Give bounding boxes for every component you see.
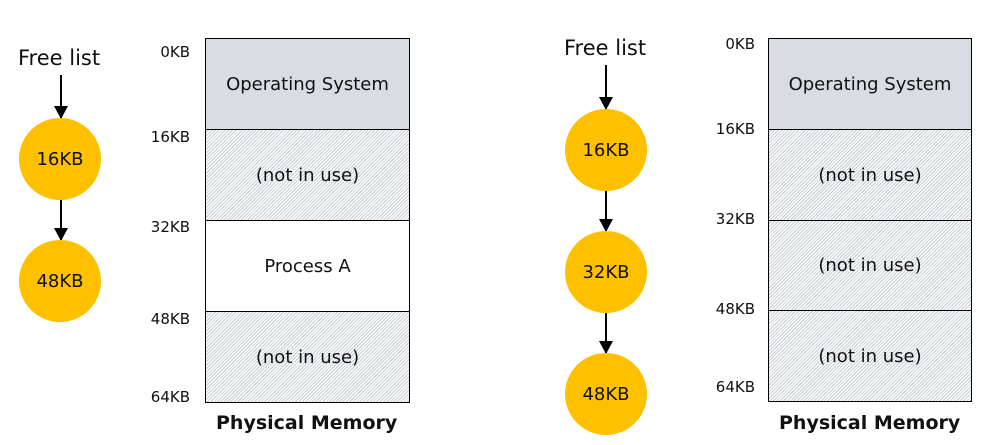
segment-label: (not in use) [818,255,922,276]
address-label: 0KB [725,35,755,53]
segment-label: Process A [264,255,351,277]
segment-label: (not in use) [255,346,360,368]
physical-memory-block: Operating System (not in use) (not in us… [768,38,972,402]
memory-segment-free: (not in use) [769,129,971,220]
free-list-arrow [599,65,613,110]
physical-memory-block: Operating System (not in use) Process A … [205,38,410,403]
memory-segment-free: (not in use) [206,129,409,220]
address-label: 0KB [160,43,190,61]
free-list-arrow [599,313,613,354]
memory-segment-free: (not in use) [769,310,971,401]
free-list-node: 32KB [565,231,647,313]
free-list-node: 16KB [565,109,647,191]
free-list-node: 16KB [19,118,101,200]
address-label: 64KB [150,388,190,406]
address-label: 48KB [150,310,190,328]
segment-label: Operating System [226,73,389,95]
segment-label: (not in use) [818,345,922,367]
address-label: 32KB [150,218,190,236]
memory-segment-os: Operating System [769,39,971,129]
address-label: 32KB [715,210,755,228]
memory-title: Physical Memory [779,412,961,434]
segment-label: (not in use) [255,164,360,186]
memory-segment-process: Process A [206,220,409,311]
memory-segment-free: (not in use) [769,220,971,310]
memory-segment-free: (not in use) [206,311,409,402]
free-list-arrow [599,191,613,232]
address-label: 64KB [715,378,755,396]
address-label: 16KB [150,128,190,146]
address-label: 16KB [715,120,755,138]
address-label: 48KB [715,300,755,318]
free-list-node: 48KB [565,353,647,435]
memory-segment-os: Operating System [206,39,409,129]
free-list-label: Free list [18,46,101,70]
free-list-arrow [54,200,68,241]
segment-label: (not in use) [818,164,922,186]
memory-title: Physical Memory [216,412,398,434]
segment-label: Operating System [788,73,952,95]
free-list-label: Free list [564,36,647,60]
free-list-node: 48KB [19,240,101,322]
free-list-arrow [54,75,68,119]
